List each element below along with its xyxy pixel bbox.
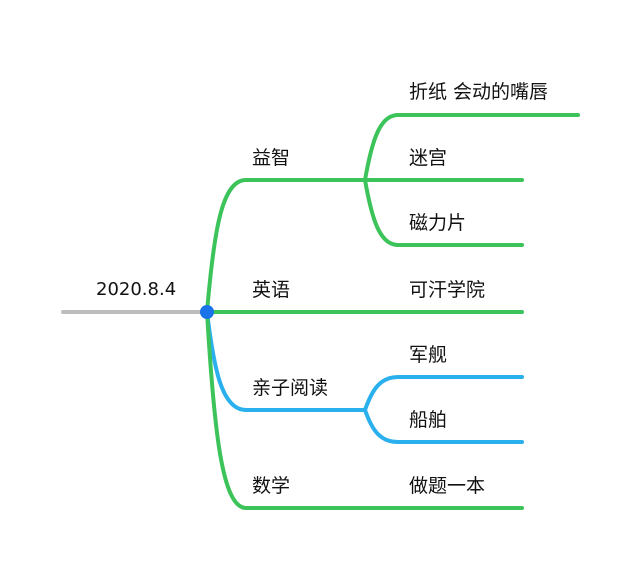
child-label-migong[interactable]: 迷宫 — [409, 147, 448, 169]
branch-label-yingyu[interactable]: 英语 — [252, 279, 291, 301]
child-label-junjian[interactable]: 军舰 — [409, 344, 448, 366]
child-label-chuanbo[interactable]: 船舶 — [409, 409, 448, 431]
child-label-kehan-xueyuan[interactable]: 可汗学院 — [409, 279, 486, 301]
branch-label-yizhi[interactable]: 益智 — [252, 147, 291, 169]
branch-line-shuxue — [205, 310, 524, 510]
child-line-chuanbo — [363, 408, 524, 444]
child-line-cilipian — [363, 178, 524, 247]
root-label[interactable]: 2020.8.4 — [96, 279, 177, 300]
branch-label-qinzi-yuedu[interactable]: 亲子阅读 — [252, 377, 329, 399]
branch-label-shuxue[interactable]: 数学 — [252, 475, 291, 497]
child-line-zhezhi — [363, 113, 580, 182]
child-line-junjian — [363, 375, 524, 412]
child-label-zhezhi[interactable]: 折纸 会动的嘴唇 — [409, 81, 549, 103]
root-hub-node[interactable] — [200, 305, 214, 319]
child-label-cilipian[interactable]: 磁力片 — [409, 212, 467, 234]
branch-line-yizhi — [205, 178, 367, 314]
child-label-zuoti-yiben[interactable]: 做题一本 — [409, 475, 486, 497]
